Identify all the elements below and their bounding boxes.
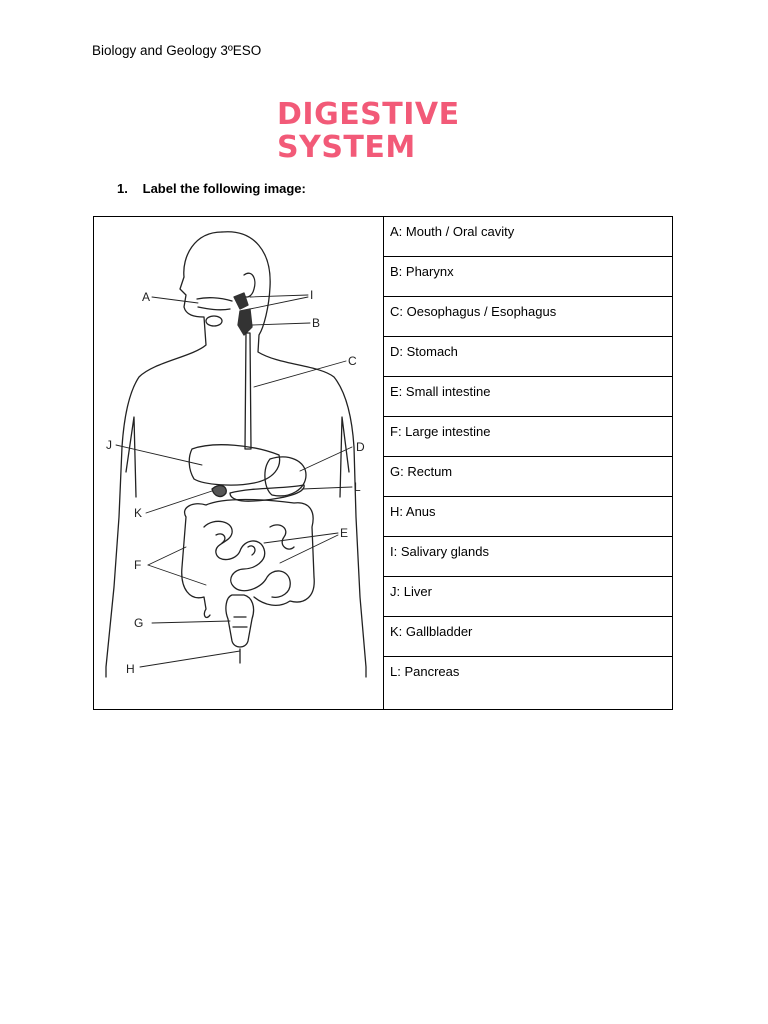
marker-d: D (356, 440, 365, 454)
body-outline (105, 231, 223, 678)
answer-row-l: L: Pancreas (390, 664, 460, 679)
answer-row-f: F: Large intestine (384, 417, 672, 457)
question-1: 1. Label the following image: (117, 181, 306, 196)
marker-c: C (348, 354, 357, 368)
large-intestine (181, 498, 315, 619)
answer-row-d: D: Stomach (384, 337, 672, 377)
answer-row-j: J: Liver (384, 577, 672, 617)
marker-e: E (340, 526, 348, 540)
liver (188, 444, 281, 486)
marker-j: J (106, 438, 112, 452)
answer-row-c: C: Oesophagus / Esophagus (384, 297, 672, 337)
answer-row-i: I: Salivary glands (384, 537, 672, 577)
diagram-cell: A B C D E F G H I J K L (94, 217, 384, 709)
marker-g: G (134, 616, 143, 630)
esophagus (244, 332, 252, 450)
page-header: Biology and Geology 3ºESO (92, 43, 262, 58)
body-outline-right (221, 231, 367, 678)
page-title: DIGESTIVE SYSTEM (277, 98, 460, 164)
rectum (225, 594, 255, 648)
answer-row-k: K: Gallbladder (384, 617, 672, 657)
marker-f: F (134, 558, 141, 572)
answer-row-h: H: Anus (384, 497, 672, 537)
answer-column: A: Mouth / Oral cavity B: Pharynx C: Oes… (384, 217, 672, 709)
answer-row-a: A: Mouth / Oral cavity (384, 217, 672, 257)
marker-b: B (312, 316, 320, 330)
answer-row-b: B: Pharynx (384, 257, 672, 297)
marker-h: H (126, 662, 135, 676)
title-line-1: DIGESTIVE (277, 97, 460, 132)
marker-i: I (310, 288, 313, 302)
question-text: Label the following image: (142, 181, 306, 196)
salivary-gland (233, 292, 249, 310)
answer-row-g: G: Rectum (384, 457, 672, 497)
worksheet-table: A B C D E F G H I J K L A: Mouth / Oral … (93, 216, 673, 710)
marker-l: L (354, 480, 361, 494)
digestive-system-diagram: A B C D E F G H I J K L (105, 231, 367, 678)
gallbladder (211, 484, 227, 498)
title-line-2: SYSTEM (277, 130, 416, 165)
pharynx (237, 308, 253, 336)
answer-row-e: E: Small intestine (384, 377, 672, 417)
marker-k: K (134, 506, 142, 520)
stomach (264, 456, 307, 497)
marker-a: A (142, 290, 150, 304)
question-number: 1. (117, 181, 128, 196)
small-intestine (203, 520, 291, 599)
